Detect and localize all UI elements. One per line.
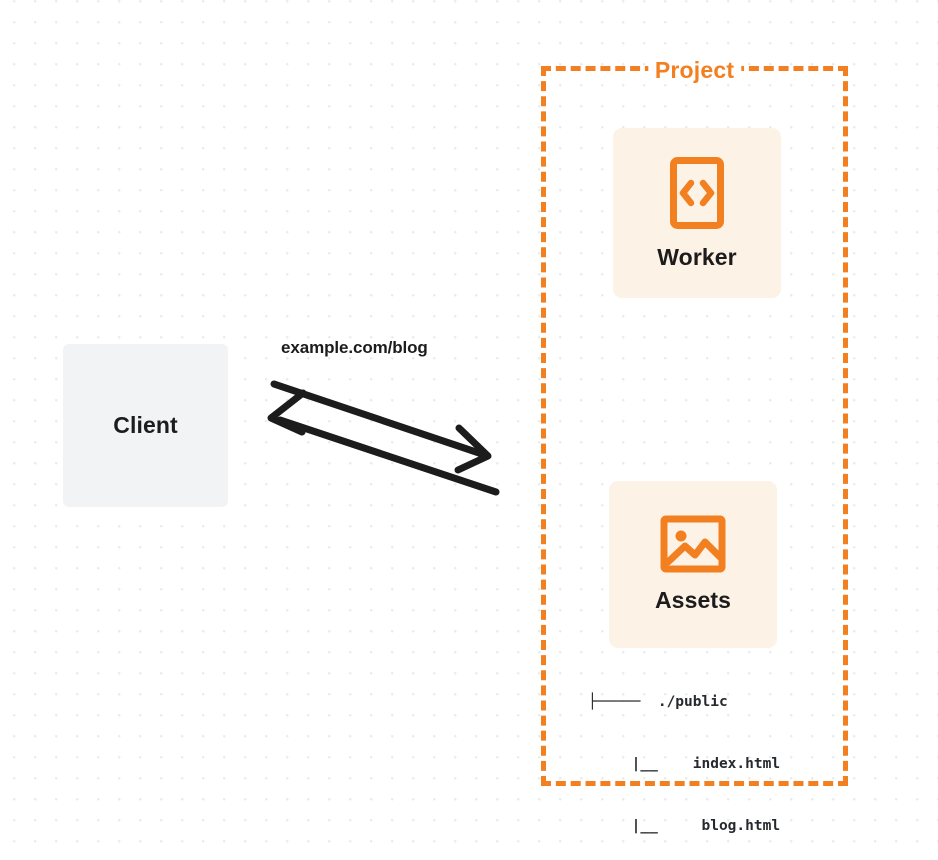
connection-label: example.com/blog bbox=[281, 338, 428, 357]
assets-label: Assets bbox=[654, 587, 732, 613]
client-label: Client bbox=[113, 412, 178, 438]
file-tree-row: ├───── ./public bbox=[588, 693, 728, 710]
file-tree-row: |__ index.html bbox=[588, 755, 781, 772]
inbound-arrow-icon bbox=[267, 389, 500, 496]
project-title: Project bbox=[647, 57, 742, 84]
project-container: Project bbox=[541, 57, 848, 786]
code-brackets-icon bbox=[670, 156, 724, 229]
assets-node[interactable]: Assets bbox=[609, 481, 777, 648]
worker-node[interactable]: Worker bbox=[613, 128, 781, 298]
asset-file-tree: ├───── ./public |__ index.html |__ blog.… bbox=[588, 650, 780, 860]
file-tree-row: |__ blog.html bbox=[588, 818, 781, 835]
outbound-arrow-icon bbox=[270, 380, 492, 474]
image-icon bbox=[660, 515, 726, 573]
worker-label: Worker bbox=[657, 243, 737, 270]
client-node[interactable]: Client bbox=[63, 344, 228, 507]
